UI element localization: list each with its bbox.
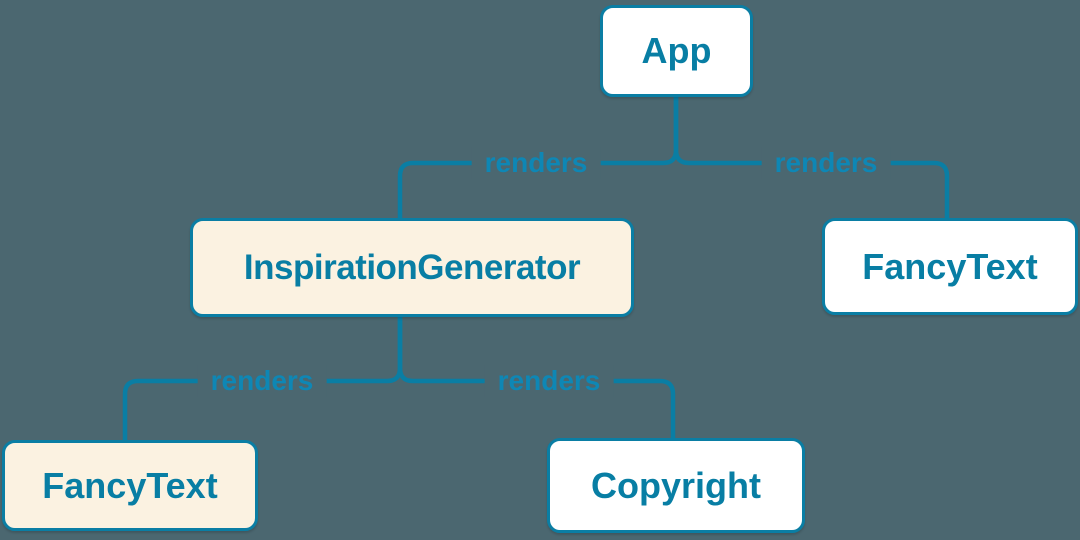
node-copyright: Copyright (547, 438, 805, 533)
node-app: App (600, 5, 753, 97)
node-inspiration-generator: InspirationGenerator (190, 218, 634, 317)
edge-label-renders-inspirationgenerator-fancytext: renders (197, 365, 327, 397)
edge-label-renders-app-inspirationgenerator: renders (471, 147, 601, 179)
node-fancy-text-top: FancyText (822, 218, 1078, 315)
edge-label-renders-inspirationgenerator-copyright: renders (484, 365, 614, 397)
edge-label-renders-app-fancytext: renders (761, 147, 891, 179)
node-fancy-text-bottom: FancyText (2, 440, 258, 531)
